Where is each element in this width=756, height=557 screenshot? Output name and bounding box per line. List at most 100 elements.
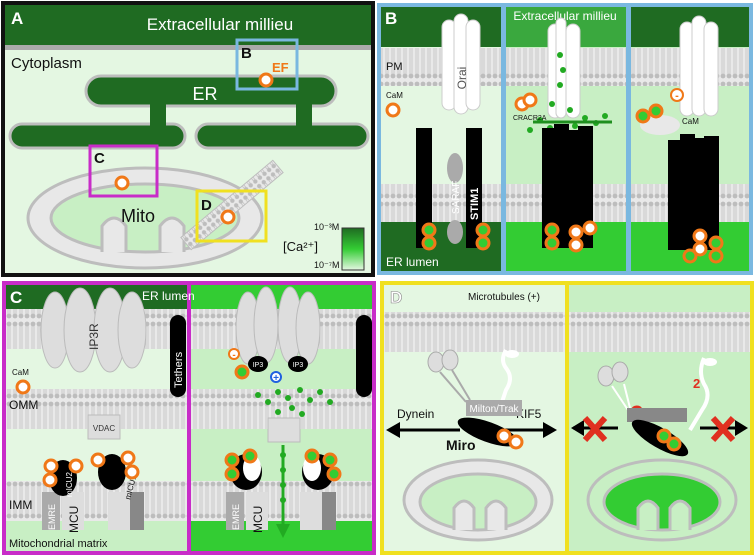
cam-ion-b1 xyxy=(385,102,401,118)
mito-d2-crista-a xyxy=(636,499,660,530)
dynein-label: Dynein xyxy=(397,407,434,421)
cam-label-b: CaM xyxy=(386,91,403,100)
calcium-influx-dots-b2 xyxy=(527,52,608,133)
c2-cytosol xyxy=(191,349,372,389)
plasma-membrane xyxy=(5,45,371,50)
calcium-miro-d xyxy=(666,436,682,452)
d1-microtubule xyxy=(384,312,565,352)
panel-a: A Extracellular millieu Cytoplasm ER Mit… xyxy=(1,1,375,277)
dynein-arrowhead-2 xyxy=(571,420,584,436)
mcu-label: MCU xyxy=(67,506,81,533)
ip3-bound-a xyxy=(248,356,268,372)
imm-label: IMM xyxy=(9,498,32,512)
cam-bound-b3 xyxy=(640,115,680,135)
mito-d1-crista-b xyxy=(484,499,508,530)
cam-label-b3: CaM xyxy=(682,117,699,126)
minus-label-b3: - xyxy=(675,90,679,102)
calcium-uptake-arrowhead xyxy=(276,524,290,538)
dynein-motor xyxy=(427,349,471,403)
ip3-label-a: IP3 xyxy=(253,362,264,369)
emre-label-2: EMRE xyxy=(231,504,241,530)
calcium-miro-b xyxy=(508,434,524,450)
b-extracellular-label: Extracellular millieu xyxy=(513,9,616,23)
stim1-label: STIM1 xyxy=(469,188,481,220)
calcium-miro-a xyxy=(496,428,512,444)
blocked-x-left xyxy=(582,415,608,443)
er-label: ER xyxy=(192,84,217,104)
panel-d-letter: D xyxy=(390,288,402,307)
micu2-label: mICU2 xyxy=(65,472,74,497)
calcium-miro-c xyxy=(656,428,672,444)
ef-label: EF xyxy=(272,60,289,75)
d2-microtubule xyxy=(569,312,750,352)
inset-d-box xyxy=(195,189,268,243)
mito-crista-right xyxy=(158,216,186,252)
orai-channel-closed xyxy=(441,13,481,115)
milton-adaptor-2 xyxy=(627,408,687,422)
matrix-label: Mitochondrial matrix xyxy=(9,538,108,550)
stim1-right xyxy=(466,128,482,248)
blocked-x-right xyxy=(710,415,736,443)
calcium-ions-b2 xyxy=(544,220,598,253)
minus-charge-b3 xyxy=(670,88,684,102)
dynein-detached xyxy=(597,361,631,411)
inset-b-box xyxy=(235,38,299,91)
plus-charge-c xyxy=(270,371,282,383)
er-lumen-label-c: ER lumen xyxy=(142,289,195,303)
mito-d2-inner xyxy=(602,472,722,532)
calcium-ion-c xyxy=(114,175,130,191)
ip3r-label: IP3R xyxy=(87,323,101,350)
b1-er-membrane xyxy=(381,184,501,222)
vdac-right xyxy=(267,417,301,443)
panel-b: B Extracellular millieu PM ER lumen Orai… xyxy=(377,3,753,275)
kif5-arrowhead xyxy=(543,422,557,438)
calcium-release-dots-c2 xyxy=(255,387,333,417)
calcium-ion-ef xyxy=(258,72,274,88)
milton-adaptor xyxy=(466,400,522,416)
legend-label: [Ca²⁺] xyxy=(283,239,318,254)
orai-channel-open xyxy=(547,17,581,119)
calcium-ions-b3 xyxy=(682,228,724,264)
plus-label-c: + xyxy=(273,373,279,384)
c1-imm xyxy=(6,481,187,521)
mito-d2-crista-b xyxy=(668,499,692,530)
cracr2a-label: CRACR2A xyxy=(513,115,547,122)
orai-channel-inactivated xyxy=(679,15,719,117)
er-stem-right xyxy=(296,104,312,128)
kif5-arrowhead-2 xyxy=(735,420,748,436)
tethers-label: Tethers xyxy=(173,351,185,388)
ip3-bound-b xyxy=(288,356,308,372)
cam-ion-c xyxy=(15,379,31,395)
stim1-cluster-b3 xyxy=(668,134,719,250)
calcium-cam-b3-a xyxy=(635,108,651,124)
inset-b-letter: B xyxy=(241,45,252,62)
mito-crista-left xyxy=(100,216,128,252)
calcium-ion-d xyxy=(220,209,236,225)
pm-label: PM xyxy=(386,61,403,73)
tether-right xyxy=(356,315,372,397)
kif5-motor xyxy=(498,348,519,409)
vdac-label: VDAC xyxy=(93,424,115,433)
er-stem-left xyxy=(150,104,166,128)
miro-label: Miro xyxy=(446,437,476,453)
cytoplasm-label: Cytoplasm xyxy=(11,55,82,72)
calcium-ion-c2 xyxy=(234,364,250,380)
calcium-uptake-dots xyxy=(280,452,286,503)
ip3-label-b: IP3 xyxy=(293,362,304,369)
panel-b-letter: B xyxy=(385,9,397,28)
extracellular-label: Extracellular millieu xyxy=(147,15,293,34)
microtubules-label: Microtubules (+) xyxy=(468,292,540,303)
calcium-ions-micu-left xyxy=(42,450,140,488)
extracellular-band xyxy=(5,5,371,45)
calcium-ions-stim1-er xyxy=(421,222,491,251)
inset-c-letter: C xyxy=(94,150,105,167)
saraf-top xyxy=(447,153,463,183)
calcium-cam-b3-b xyxy=(648,103,664,119)
er-upper xyxy=(84,74,338,108)
minus-label-c: - xyxy=(232,350,235,361)
kif5-label: KIF5 xyxy=(516,407,542,421)
microtubule-diagonal xyxy=(180,159,284,251)
mcu-label-2: MCU xyxy=(251,506,265,533)
calcium-ion-cracr2a-b xyxy=(522,92,538,108)
